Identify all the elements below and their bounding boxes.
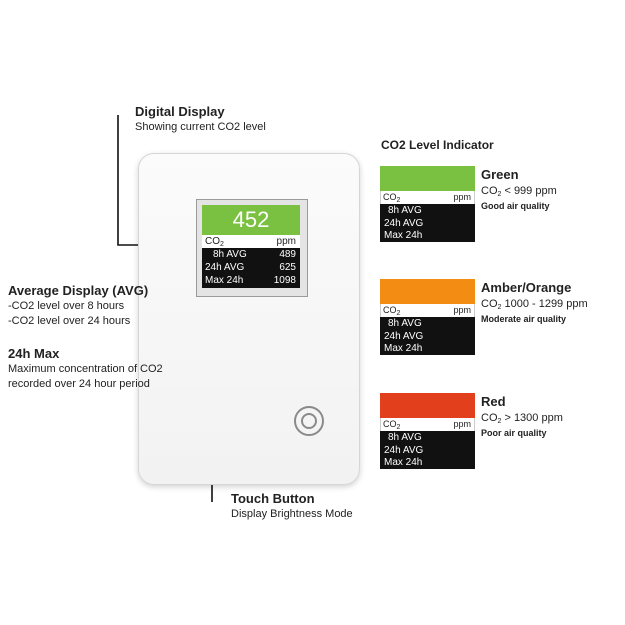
indicator-row-max: Max 24h [384,343,423,354]
screen-unit-right: ppm [276,236,296,247]
indicator-level-name: Amber/Orange [481,280,572,295]
indicator-unit-row: CO2 ppm [380,191,475,204]
screen-unit-row: CO2 ppm [202,235,300,248]
indicator-row-max: Max 24h [384,457,423,468]
indicator-row-8h: 8h AVG [388,318,422,329]
average-display-line2: -CO2 level over 24 hours [8,315,131,327]
indicator-row-24h: 24h AVG [384,217,424,229]
indicator-level-range: CO2 1000 - 1299 ppm [481,298,588,311]
indicator-level-quality: Poor air quality [481,428,547,438]
touch-button-ring-icon [301,413,317,429]
indicator-level-range: CO2 < 999 ppm [481,185,557,198]
digital-display-desc: Showing current CO2 level [135,121,266,133]
indicator-unit-left: CO2 [383,419,401,431]
indicator-unit-left: CO2 [383,305,401,317]
indicator-level-name: Green [481,167,519,182]
indicator-level-quality: Good air quality [481,201,550,211]
average-display-line1: -CO2 level over 8 hours [8,300,125,312]
indicator-level-range: CO2 > 1300 ppm [481,412,563,425]
indicator-color-swatch [380,393,475,418]
max24-line1: Maximum concentration of CO2 [8,363,163,375]
screen-co2-value: 452 [202,205,300,235]
indicator-color-swatch [380,166,475,191]
indicator-level-quality: Moderate air quality [481,314,567,324]
indicator-row-8h: 8h AVG [388,205,422,216]
indicator-color-swatch [380,279,475,304]
indicator-unit-right: ppm [453,305,471,315]
screen-unit-left: CO2 [205,236,224,248]
indicator-unit-row: CO2 ppm [380,304,475,317]
indicator-unit-right: ppm [453,419,471,429]
digital-display-title: Digital Display [135,104,225,119]
indicator-title: CO2 Level Indicator [381,138,494,152]
indicator-level-name: Red [481,394,506,409]
indicator-row-24h: 24h AVG [384,444,424,456]
indicator-row-8h: 8h AVG [388,432,422,443]
indicator-row-max: Max 24h [384,230,423,241]
touch-button-desc: Display Brightness Mode [231,508,353,520]
max24-title: 24h Max [8,346,60,361]
indicator-unit-left: CO2 [383,192,401,204]
max24-line2: recorded over 24 hour period [8,378,150,390]
indicator-unit-row: CO2 ppm [380,418,475,431]
touch-button-title: Touch Button [231,491,315,506]
average-display-title: Average Display (AVG) [8,283,149,298]
indicator-unit-right: ppm [453,192,471,202]
indicator-row-24h: 24h AVG [384,330,424,342]
